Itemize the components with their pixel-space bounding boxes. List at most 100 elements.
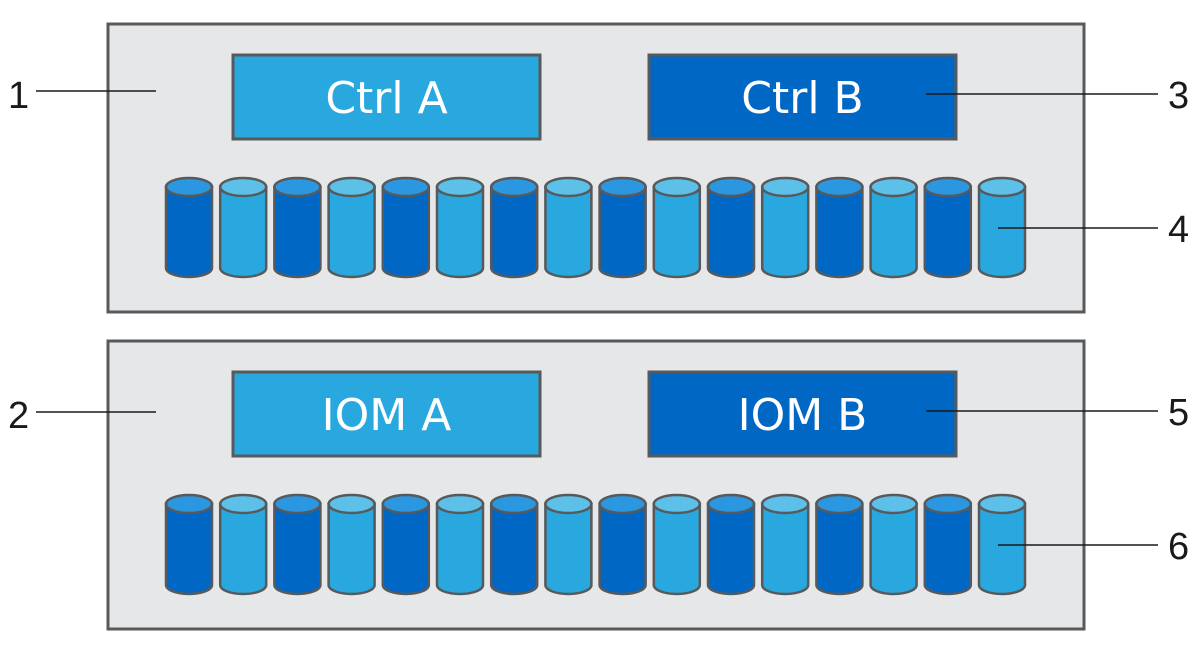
drive-top [815, 493, 864, 515]
drive-cylinder [435, 493, 485, 596]
callout-number-3: 3 [1168, 75, 1189, 117]
drive-top [869, 176, 918, 198]
drive-body [706, 185, 756, 279]
drive-cylinder [598, 493, 647, 596]
drive-top [381, 493, 431, 515]
drive-top [218, 176, 268, 198]
drive-top [327, 176, 376, 198]
drive-cylinder [273, 176, 322, 279]
drive-cylinder [706, 176, 756, 279]
drive-body [218, 502, 268, 596]
drive-body [923, 185, 973, 279]
module-iom-a-label: IOM A [322, 390, 452, 441]
drive-top [706, 493, 756, 515]
drive-cylinder [489, 176, 539, 279]
drive-body [164, 502, 214, 596]
callout-number-6: 6 [1168, 526, 1189, 568]
drive-cylinder [706, 493, 756, 596]
callout-number-2: 2 [8, 395, 29, 437]
drive-cylinder [544, 493, 593, 596]
controller-shelf: Ctrl A Ctrl B 1 3 4 [8, 22, 1189, 314]
drive-top [381, 176, 431, 198]
module-ctrl-b-label: Ctrl B [741, 73, 863, 124]
drive-row [164, 493, 1027, 596]
drive-top [869, 493, 918, 515]
drive-cylinder [327, 493, 376, 596]
drive-cylinder [164, 493, 214, 596]
module-iom-a [231, 370, 542, 458]
drive-body [489, 185, 539, 279]
drive-top [273, 493, 322, 515]
drive-body [327, 185, 376, 279]
callout-number-5: 5 [1168, 392, 1189, 434]
drive-top [977, 493, 1027, 515]
expansion-shelf: IOM A IOM B 2 5 6 [8, 339, 1189, 631]
drive-body [923, 502, 973, 596]
drive-cylinder [652, 176, 702, 279]
drive-top [273, 176, 322, 198]
drive-body [977, 185, 1027, 279]
drive-top [977, 176, 1027, 198]
drive-body [435, 185, 485, 279]
drive-top [706, 176, 756, 198]
drive-body [815, 185, 864, 279]
drive-cylinder [760, 176, 810, 279]
module-ctrl-a-label: Ctrl A [325, 73, 447, 124]
drive-cylinder [435, 176, 485, 279]
drive-body [869, 502, 918, 596]
drive-body [489, 502, 539, 596]
drive-top [598, 493, 647, 515]
drive-body [706, 502, 756, 596]
drive-top [164, 176, 214, 198]
drive-cylinder [977, 493, 1027, 596]
drive-cylinder [652, 493, 702, 596]
drive-top [489, 493, 539, 515]
drive-top [489, 176, 539, 198]
drive-cylinder [164, 176, 214, 279]
drive-cylinder [327, 176, 376, 279]
drive-top [544, 176, 593, 198]
drive-cylinder [381, 493, 431, 596]
drive-cylinder [760, 493, 810, 596]
drive-top [652, 176, 702, 198]
drive-top [327, 493, 376, 515]
drive-cylinder [815, 493, 864, 596]
drive-cylinder [815, 176, 864, 279]
callout-number-1: 1 [8, 75, 29, 117]
drive-body [652, 502, 702, 596]
drive-body [544, 185, 593, 279]
drive-top [923, 493, 973, 515]
drive-cylinder [977, 176, 1027, 279]
drive-top [652, 493, 702, 515]
drive-body [327, 502, 376, 596]
module-ctrl-b [647, 53, 958, 141]
drive-body [977, 502, 1027, 596]
drive-body [598, 185, 647, 279]
drive-cylinder [218, 493, 268, 596]
callout-number-4: 4 [1168, 209, 1189, 251]
drive-cylinder [869, 176, 918, 279]
drive-body [544, 502, 593, 596]
drive-body [815, 502, 864, 596]
drive-cylinder [381, 176, 431, 279]
drive-body [598, 502, 647, 596]
drive-cylinder [218, 176, 268, 279]
drive-cylinder [544, 176, 593, 279]
drive-body [381, 185, 431, 279]
drive-cylinder [489, 493, 539, 596]
drive-body [273, 502, 322, 596]
module-iom-b [647, 370, 958, 458]
drive-top [544, 493, 593, 515]
drive-top [760, 493, 810, 515]
drive-top [598, 176, 647, 198]
drive-cylinder [869, 493, 918, 596]
drive-cylinder [923, 176, 973, 279]
module-ctrl-a [231, 53, 542, 141]
drive-body [164, 185, 214, 279]
drive-body [273, 185, 322, 279]
drive-row [164, 176, 1027, 279]
drive-body [760, 185, 810, 279]
drive-body [435, 502, 485, 596]
drive-cylinder [598, 176, 647, 279]
